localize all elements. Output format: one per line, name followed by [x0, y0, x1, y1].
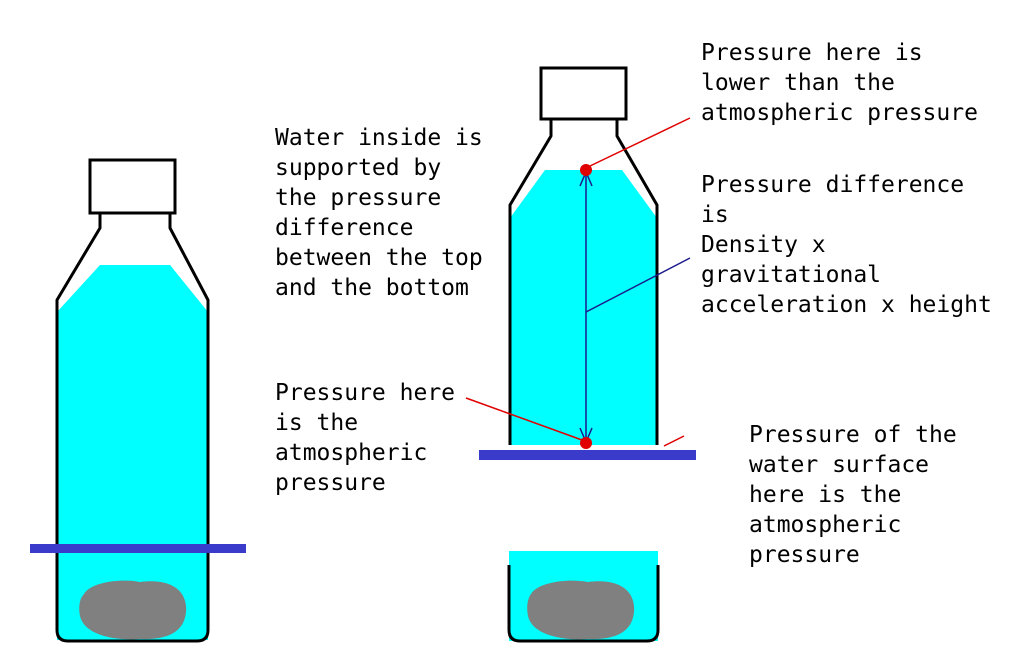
- height-arrow-pointer: [585, 257, 691, 313]
- pointer-surface: [663, 435, 685, 447]
- left-bottle-sediment: [79, 580, 187, 640]
- label-pressure-difference: Pressure difference is Density x gravita…: [701, 172, 992, 318]
- right-bottle-cap: [539, 66, 628, 121]
- label-pressure-bottom: Pressure here is the atmospheric pressur…: [275, 380, 456, 496]
- left-plate: [30, 544, 246, 553]
- right-bottle-lower: [507, 551, 660, 643]
- right-dish-outline: [507, 565, 660, 643]
- right-bottle-upper: [479, 66, 696, 460]
- left-bottle-outline: [55, 213, 210, 643]
- label-pressure-top: Pressure here is lower than the atmosphe…: [701, 40, 978, 126]
- top-point: [580, 164, 592, 176]
- pointer-bottom: [465, 397, 583, 441]
- pointer-top: [589, 117, 691, 167]
- right-bottle-outline: [508, 119, 659, 445]
- pointer-lines: [465, 117, 691, 447]
- label-water-inside: Water inside is supported by the pressur…: [275, 125, 483, 301]
- label-water-surface: Pressure of the water surface here is th…: [749, 422, 957, 568]
- left-bottle: [30, 158, 246, 643]
- right-dish-sediment: [527, 580, 635, 640]
- right-bottle-water: [510, 170, 657, 445]
- bottom-point: [580, 437, 592, 449]
- left-bottle-cap: [88, 158, 177, 215]
- right-plate: [479, 450, 696, 460]
